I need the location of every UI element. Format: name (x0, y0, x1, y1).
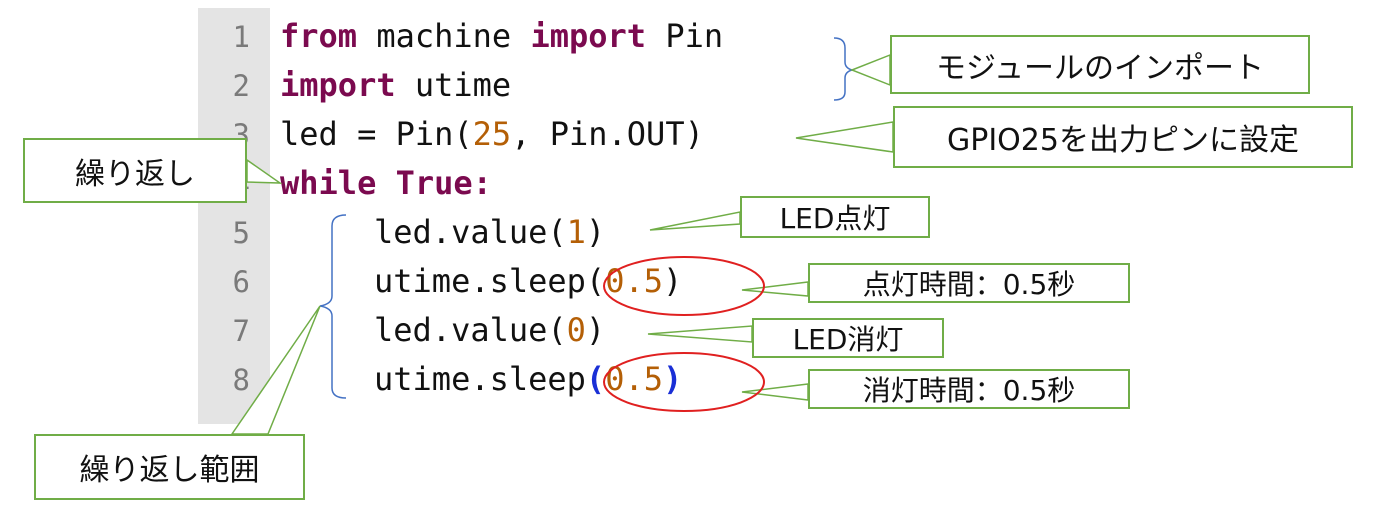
line-number: 1 (232, 20, 250, 54)
line-number: 7 (232, 314, 250, 348)
code-line-5: led.value(1) (374, 212, 605, 252)
code-line-8: utime.sleep(0.5) (374, 359, 682, 399)
identifier: Pin (646, 17, 724, 55)
code-text: ) (662, 262, 683, 300)
callout-repeat: 繰り返し (23, 138, 247, 203)
code-line-2: import utime (280, 65, 511, 105)
code-text: ) (585, 213, 606, 251)
keyword: while (280, 164, 377, 202)
code-text: : (472, 164, 492, 202)
callout-led-off: LED消灯 (752, 318, 944, 358)
code-line-3: led = Pin(25, Pin.OUT) (280, 114, 704, 154)
identifier: utime (395, 66, 512, 104)
callout-repeat-range: 繰り返し範囲 (34, 434, 305, 500)
identifier: machine (357, 17, 531, 55)
code-text: led.value( (374, 213, 567, 251)
code-line-6: utime.sleep(0.5) (374, 261, 682, 301)
line-number: 8 (232, 363, 250, 397)
keyword: import (280, 66, 396, 104)
callout-module-import: モジュールのインポート (890, 35, 1310, 94)
code-text: ) (585, 311, 606, 349)
code-text (376, 164, 395, 202)
code-line-7: led.value(0) (374, 310, 605, 350)
code-line-4: while True: (280, 163, 492, 203)
keyword: import (530, 17, 647, 55)
line-number: 2 (232, 69, 250, 103)
line-number: 5 (232, 216, 250, 250)
paren: ) (662, 360, 683, 398)
callout-off-time: 消灯時間：0.5秒 (808, 369, 1130, 409)
code-text: p (566, 360, 586, 398)
code-text: utime.sleep( (374, 262, 606, 300)
number-literal: 0 (566, 311, 586, 349)
number-literal: 0.5 (605, 262, 663, 300)
code-text: led.value( (374, 311, 567, 349)
keyword: True (395, 164, 473, 202)
code-text: utime.slee (374, 360, 567, 398)
number-literal: 1 (566, 213, 586, 251)
code-line-1: from machine import Pin (280, 16, 723, 56)
line-number: 6 (232, 265, 250, 299)
callout-on-time: 点灯時間：0.5秒 (808, 263, 1130, 303)
number-literal: 25 (472, 115, 512, 153)
paren: ( (585, 360, 606, 398)
code-text: , Pin.OUT) (511, 115, 704, 153)
keyword: from (280, 17, 358, 55)
code-text: led = Pin( (280, 115, 473, 153)
number-literal: 0.5 (605, 360, 663, 398)
callout-led-on: LED点灯 (740, 196, 930, 238)
callout-gpio-setup: GPIO25を出力ピンに設定 (893, 106, 1353, 168)
